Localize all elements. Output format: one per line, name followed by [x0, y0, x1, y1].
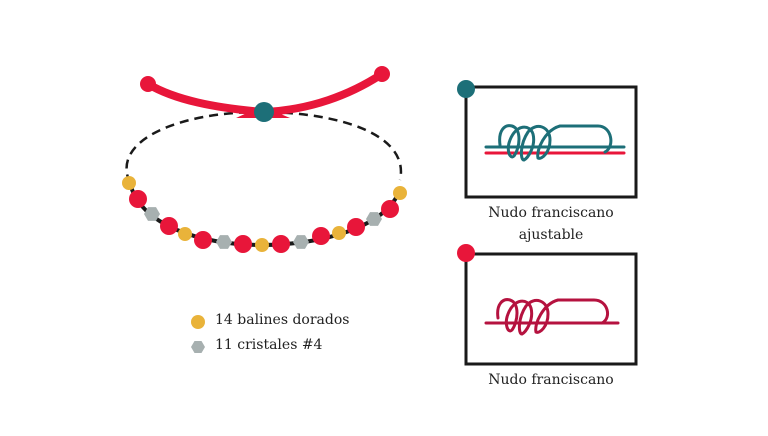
red-bead [234, 235, 252, 253]
caption-simple: Nudo franciscano [466, 369, 636, 391]
red-bead [381, 200, 399, 218]
crystal-hexagon-icon [191, 341, 205, 353]
panel-frame-simple [464, 252, 638, 366]
sliding-knot-bead [254, 102, 274, 122]
red-bead [347, 218, 365, 236]
legend-item-crystal: 11 cristales #4 [215, 337, 322, 353]
dashed-loop [125, 110, 403, 184]
caption-adjustable-line1: Nudo franciscano [488, 205, 614, 221]
gold-bead [255, 238, 269, 252]
crystal-bead [144, 207, 160, 221]
cord-end-right [374, 66, 390, 82]
red-bead [194, 231, 212, 249]
crystal-bead [216, 235, 232, 249]
gold-bead [122, 176, 136, 190]
simple-knot-drawing [484, 298, 620, 336]
red-bead [272, 235, 290, 253]
bead-sequence [122, 176, 407, 253]
legend-item-gold: 14 balines dorados [215, 312, 349, 328]
caption-adjustable-line2: ajustable [518, 227, 584, 243]
teal-corner-dot [457, 80, 475, 98]
gold-bead [332, 226, 346, 240]
red-bead [312, 227, 330, 245]
gold-bead [393, 186, 407, 200]
legend-label-crystal: 11 cristales #4 [215, 337, 323, 353]
caption-adjustable: Nudo franciscano ajustable [466, 202, 636, 246]
legend-label-gold: 14 balines dorados [215, 312, 350, 328]
gold-bead [178, 227, 192, 241]
caption-simple-line1: Nudo franciscano [488, 372, 614, 388]
red-bead [129, 190, 147, 208]
bead-chain [128, 182, 402, 248]
red-corner-dot [457, 244, 475, 262]
gold-bead-icon [191, 315, 205, 329]
red-bead [160, 217, 178, 235]
cord-end-left [140, 76, 156, 92]
panel-frame-adjustable [464, 85, 638, 199]
crystal-bead [366, 212, 382, 226]
adjustable-knot-drawing [484, 124, 626, 162]
crystal-bead [293, 235, 309, 249]
